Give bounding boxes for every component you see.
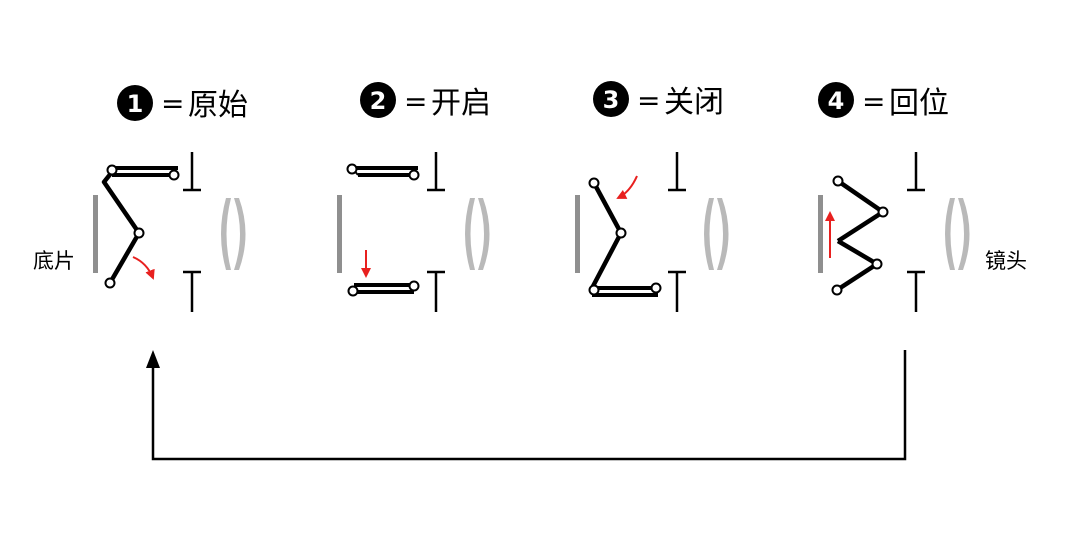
pivot-joints — [104, 164, 180, 289]
step-2-label: 开启 — [431, 86, 491, 121]
lens-shape — [465, 198, 490, 270]
aperture-marks — [427, 152, 445, 312]
blade-upper-link — [836, 179, 886, 243]
aperture-marks — [668, 152, 686, 312]
step-3-title: 3 = 关闭 — [593, 81, 724, 120]
step-2-number: 2 — [370, 87, 387, 115]
step-4-title: 4 = 回位 — [818, 82, 949, 121]
motion-arrow — [132, 256, 155, 280]
aperture-marks — [183, 152, 201, 312]
step-4-equals: = — [862, 85, 885, 118]
step-1-number-badge — [117, 85, 153, 121]
lens-label: 镜头 — [985, 249, 1027, 273]
panel-3-close — [575, 152, 729, 312]
step-3-number-badge — [593, 81, 629, 117]
blade-lower-link — [835, 239, 880, 292]
film-plane — [575, 195, 580, 273]
aperture-marks — [907, 152, 925, 312]
lens-shape — [704, 198, 729, 270]
film-plane — [93, 195, 98, 273]
step-1-equals: = — [161, 87, 184, 120]
film-plane — [818, 195, 823, 273]
step-2-title: 2 = 开启 — [360, 82, 491, 121]
step-2-equals: = — [404, 85, 427, 118]
linkage-arm — [589, 181, 624, 292]
motion-arrow — [616, 175, 638, 199]
step-1-number: 1 — [127, 90, 144, 118]
step-1-label: 原始 — [188, 88, 248, 123]
step-4-label: 回位 — [889, 86, 949, 121]
linkage-arm — [101, 170, 142, 285]
step-3-label: 关闭 — [664, 85, 724, 120]
film-plane — [337, 195, 342, 273]
lower-blade-stack — [354, 283, 418, 294]
panel-4-reset — [818, 152, 970, 312]
shutter-blade-stack — [111, 166, 178, 177]
step-4-number-badge — [818, 82, 854, 118]
film-label: 底片 — [33, 249, 75, 273]
upper-blade-stack — [351, 166, 418, 177]
upper-pivots — [346, 163, 420, 181]
lens-shape — [945, 198, 970, 270]
panel-2-open — [337, 152, 490, 312]
panel-1-original — [93, 152, 246, 312]
step-1-title: 1 = 原始 — [117, 85, 248, 123]
lower-blade-stack — [592, 286, 660, 297]
lower-pivots — [347, 280, 420, 297]
step-3-equals: = — [637, 84, 660, 117]
step-2-number-badge — [360, 82, 396, 118]
lens-shape — [221, 198, 246, 270]
cycle-return-arrow — [146, 350, 907, 461]
step-4-number: 4 — [828, 87, 845, 115]
step-3-number: 3 — [603, 86, 620, 114]
pivot-joints — [588, 177, 662, 296]
pivot-joints — [831, 175, 889, 296]
